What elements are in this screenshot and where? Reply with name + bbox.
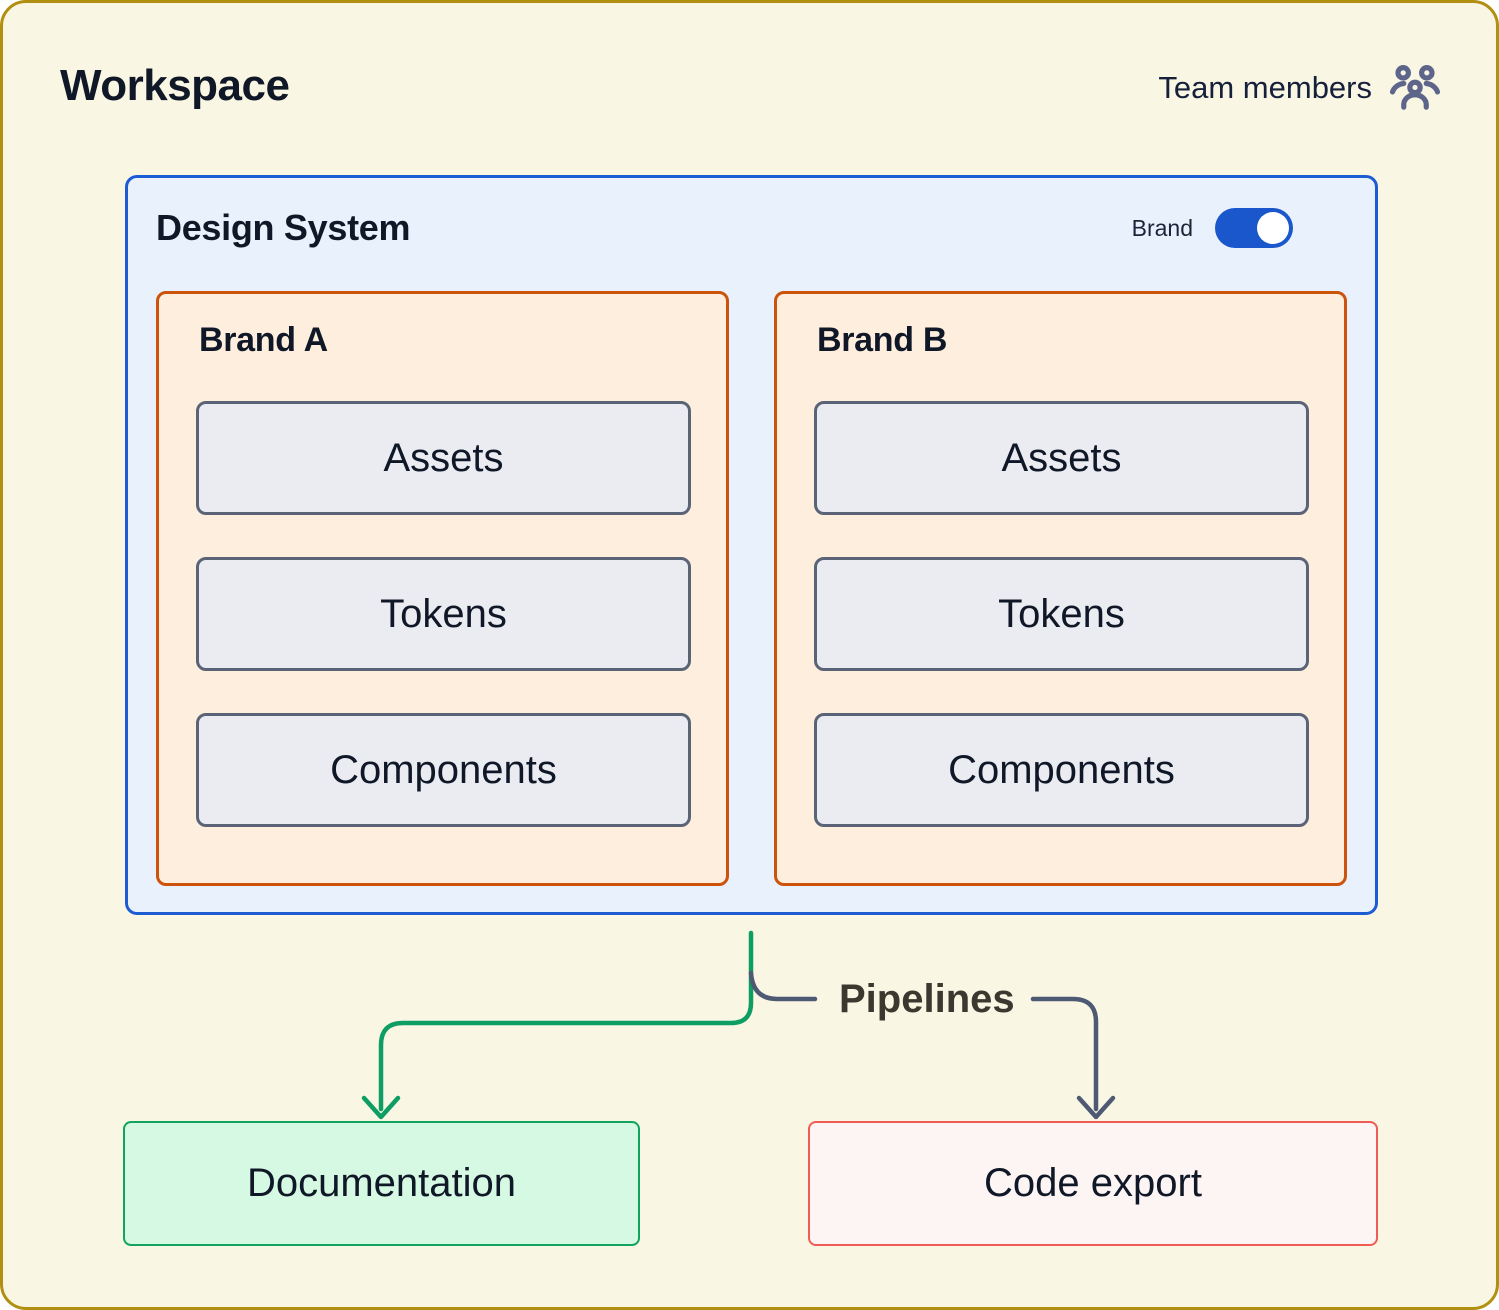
pipeline-line-documentation [378,930,754,1112]
page-title: Workspace [60,61,290,110]
documentation-arrowhead-icon [361,1095,401,1120]
brand-toggle-label: Brand [1131,214,1193,241]
brands-row: Brand A Assets Tokens Components Brand B… [156,291,1347,886]
brand-b-tokens-node: Tokens [814,557,1309,671]
team-members: Team members [1158,61,1442,115]
brand-a-title: Brand A [199,321,328,359]
design-system-header: Design System Brand [156,202,1347,254]
toggle-knob [1257,212,1289,244]
brand-a-tokens-node: Tokens [196,557,691,671]
design-system-container: Design System Brand Brand A Assets Token… [125,175,1378,915]
code-export-arrowhead-icon [1076,1095,1116,1120]
brand-toggle-group: Brand [1132,208,1293,248]
design-system-title: Design System [156,207,411,248]
brand-b-components-node: Components [814,713,1309,827]
pipelines-label: Pipelines [839,977,1015,1021]
brand-b-assets-node: Assets [814,401,1309,515]
brand-a-box: Brand A Assets Tokens Components [156,291,729,886]
brand-a-assets-node: Assets [196,401,691,515]
brand-b-title: Brand B [817,321,948,359]
documentation-box: Documentation [123,1121,640,1246]
pipeline-branch-left [748,970,818,1002]
brand-b-box: Brand B Assets Tokens Components [774,291,1347,886]
brand-toggle[interactable] [1215,208,1293,248]
team-members-label: Team members [1158,70,1372,105]
brand-a-components-node: Components [196,713,691,827]
code-export-box: Code export [808,1121,1378,1246]
pipeline-line-code-export [1030,996,1099,1112]
users-group-icon [1388,61,1442,115]
